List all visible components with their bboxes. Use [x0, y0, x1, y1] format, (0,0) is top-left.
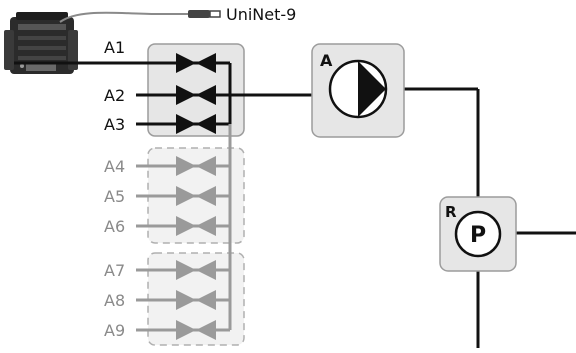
hardware-module-icon[interactable] — [4, 12, 78, 74]
regulator-r[interactable]: R P — [439, 196, 517, 272]
valve-label: A6 — [104, 217, 125, 236]
main-line — [230, 87, 576, 348]
valve-icon[interactable] — [176, 156, 216, 176]
valve-label: A7 — [104, 261, 125, 280]
valve-label: A3 — [104, 115, 125, 134]
valve-group-box-1[interactable] — [147, 43, 245, 137]
valve-label: A1 — [104, 38, 125, 57]
network-connector-icon — [188, 10, 221, 18]
valve-icon[interactable] — [176, 114, 216, 134]
valve-label: A9 — [104, 321, 125, 340]
valve-icon[interactable] — [176, 290, 216, 310]
valve-label: A5 — [104, 187, 125, 206]
valve-label: A8 — [104, 291, 125, 310]
pressure-icon-text: P — [470, 223, 486, 248]
regulator-label: R — [445, 203, 457, 221]
pump-a[interactable]: A — [311, 43, 405, 138]
valve-icon[interactable] — [176, 216, 216, 236]
valve-label: A2 — [104, 86, 125, 105]
pump-icon — [328, 59, 388, 119]
network-label: UniNet-9 — [226, 5, 296, 24]
valve-label: A4 — [104, 157, 125, 176]
valve-icon[interactable] — [176, 53, 216, 73]
valve-icon[interactable] — [176, 186, 216, 206]
pressure-icon: P — [454, 210, 502, 258]
pump-a-label: A — [320, 51, 333, 70]
valve-icon[interactable] — [176, 320, 216, 340]
network-cable — [59, 11, 190, 23]
valve-icon[interactable] — [176, 85, 216, 105]
valve-icon[interactable] — [176, 260, 216, 280]
